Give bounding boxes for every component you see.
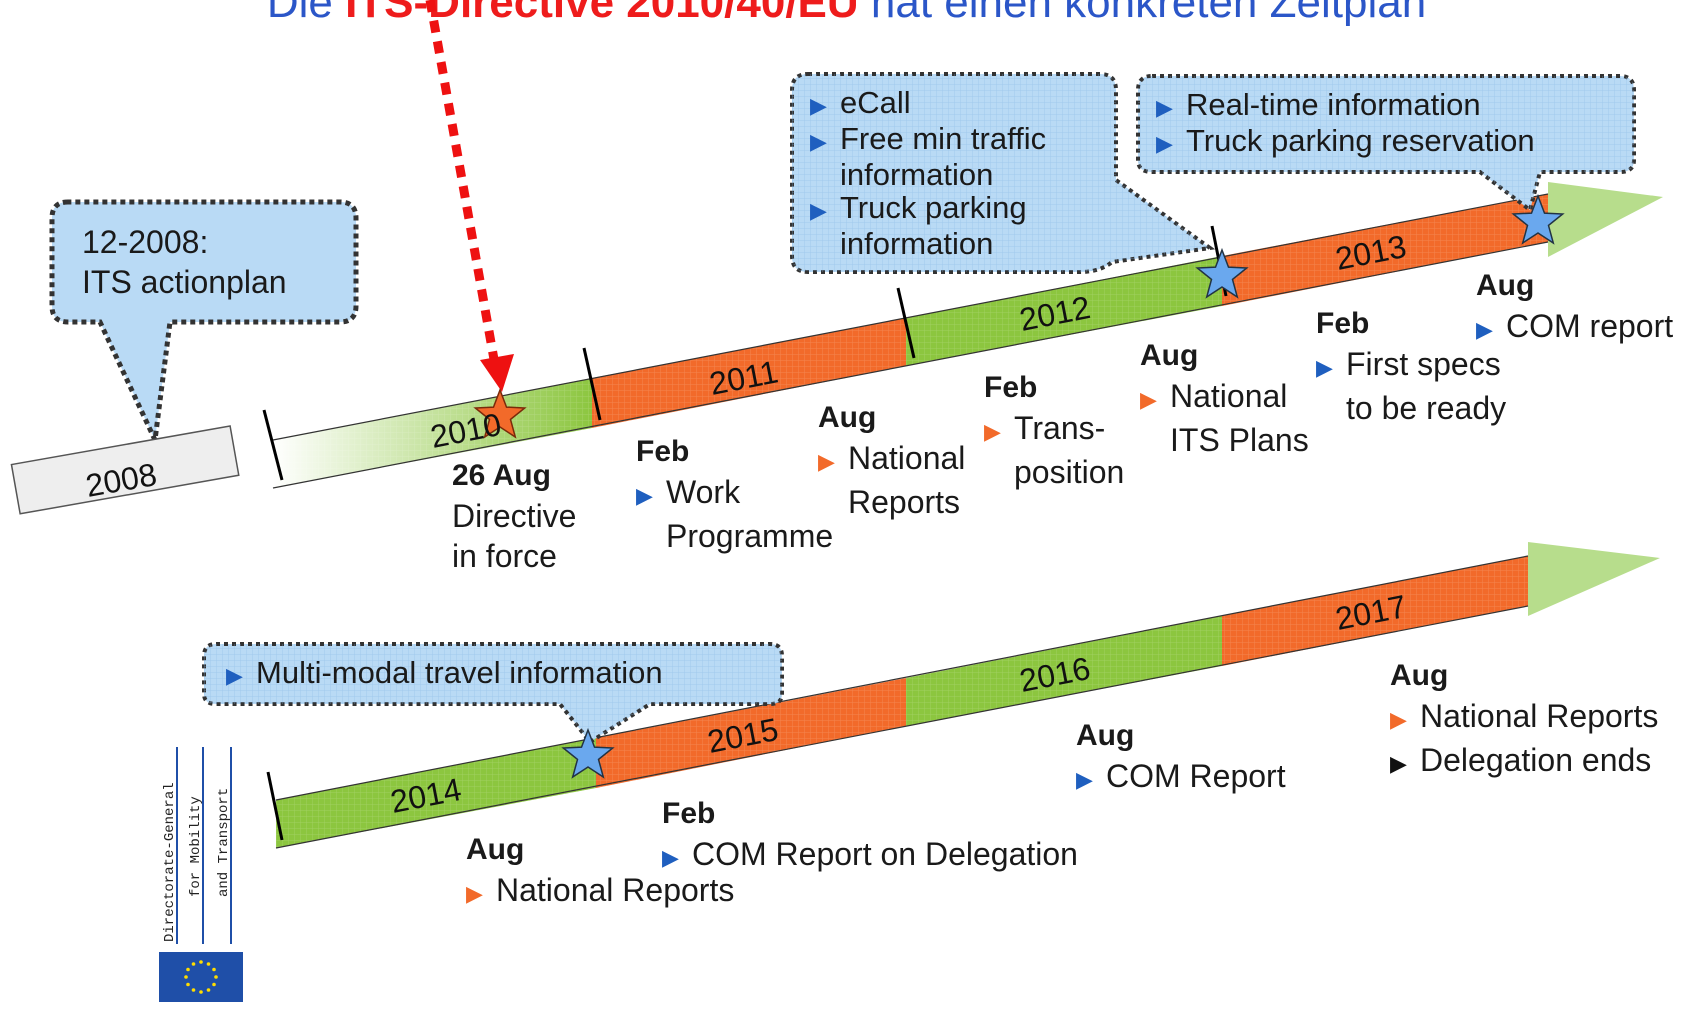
event-head: Aug [1140, 339, 1199, 372]
event-feb-2013: Feb ▶ First specs to be ready [1316, 304, 1506, 428]
event-line: Work [666, 474, 741, 510]
callout-2012-item: eCall [840, 85, 911, 120]
event-head: Aug [818, 401, 877, 434]
event-aug-2012: Aug ▶ National ITS Plans [1140, 336, 1309, 460]
callout-2012-item: Free min traffic [840, 121, 1047, 156]
logo-line1: Directorate-General [162, 782, 178, 942]
event-head: Feb [984, 371, 1038, 404]
arrowhead-row1 [1548, 182, 1663, 257]
event-head: Feb [662, 797, 716, 830]
title-pre: Die [266, 0, 346, 27]
event-aug-2017: Aug ▶ National Reports ▶ Delegation ends [1390, 656, 1658, 784]
dotted-arrow-icon [425, 0, 514, 392]
callout-2008-text: 12-2008: ITS actionplan [82, 222, 287, 302]
triangle-bullet-icon: ▶ [810, 129, 827, 154]
event-line: National [848, 440, 966, 476]
event-aug-2016: Aug ▶ COM Report [1076, 716, 1286, 800]
event-head: 26 Aug [452, 459, 551, 492]
callout-2012-item: information [840, 157, 994, 192]
event-line: COM Report on Delegation [692, 836, 1078, 872]
triangle-bullet-icon: ▶ [1316, 355, 1333, 380]
triangle-bullet-icon: ▶ [662, 845, 679, 870]
logo-line3: and Transport [216, 788, 232, 897]
event-line: National [1170, 378, 1288, 414]
arrowhead-row2 [1528, 542, 1660, 616]
box-2008 [10, 425, 240, 515]
star-icon [1511, 193, 1565, 245]
event-aug-2014: Aug ▶National Reports [466, 830, 734, 914]
callout-2008 [49, 199, 359, 449]
callout-2013-item: Truck parking reservation [1186, 123, 1535, 158]
triangle-bullet-icon: ▶ [818, 449, 835, 474]
event-aug-2010: 26 Aug Directive in force [452, 456, 576, 576]
event-head: Aug [1476, 269, 1535, 302]
event-line: COM report [1506, 308, 1674, 344]
event-line: National Reports [1420, 698, 1659, 734]
callout-2014-text: ▶ Multi-modal travel information [226, 656, 663, 692]
event-head: Aug [1390, 659, 1449, 692]
callout-2013 [1136, 74, 1636, 214]
event-head: Aug [466, 833, 525, 866]
event-feb-2011: Feb ▶ Work Programme [636, 432, 833, 556]
event-line: Reports [848, 484, 961, 520]
event-line: position [1014, 454, 1125, 490]
triangle-bullet-icon: ▶ [1156, 131, 1173, 156]
triangle-bullet-icon: ▶ [810, 93, 827, 118]
event-aug-2011: Aug ▶ National Reports [818, 398, 965, 522]
event-line: to be ready [1346, 390, 1507, 426]
triangle-bullet-icon: ▶ [1390, 707, 1407, 732]
eu-flag-icon [159, 952, 243, 1002]
triangle-bullet-icon: ▶ [466, 881, 483, 906]
event-line: in force [452, 538, 557, 574]
star-icon [561, 727, 615, 779]
callout-2012-item: Truck parking [840, 190, 1027, 225]
event-line: ITS Plans [1170, 422, 1309, 458]
event-head: Feb [1316, 307, 1370, 340]
event-feb-2015: Feb ▶ COM Report on Delegation [662, 794, 1078, 878]
callout-2008-line2: ITS actionplan [82, 264, 287, 300]
callout-2012 [790, 72, 1216, 274]
callout-2012-item: information [840, 226, 994, 261]
event-line: Directive [452, 498, 577, 534]
triangle-bullet-icon: ▶ [1156, 95, 1173, 120]
triangle-bullet-icon: ▶ [1076, 767, 1093, 792]
star-icon [1195, 247, 1249, 299]
event-feb-2012: Feb ▶ Trans- position [984, 368, 1124, 492]
triangle-bullet-icon: ▶ [1390, 751, 1407, 776]
callout-2013-item: Real-time information [1186, 87, 1481, 122]
callout-2012-text: ▶ eCall ▶ Free min traffic information ▶ Tr… [810, 86, 1046, 260]
event-line: Delegation ends [1420, 742, 1652, 778]
event-line: National Reports [496, 872, 735, 908]
event-head: Aug [1076, 719, 1135, 752]
triangle-bullet-icon: ▶ [1476, 317, 1493, 342]
dg-move-logo: Directorate-General for Mobility and Tra… [155, 742, 247, 1004]
star-icon [473, 387, 527, 439]
triangle-bullet-icon: ▶ [810, 198, 827, 223]
event-line: First specs [1346, 346, 1501, 382]
callout-2014-item: Multi-modal travel information [256, 655, 663, 690]
title-post: hat einen konkreten Zeitplan [858, 0, 1427, 27]
triangle-bullet-icon: ▶ [984, 419, 1001, 444]
event-aug-2013: Aug ▶ COM report [1476, 266, 1673, 350]
logo-line2: for Mobility [188, 796, 204, 897]
triangle-bullet-icon: ▶ [636, 483, 653, 508]
callout-2008-line1: 12-2008: [82, 224, 209, 260]
callout-2013-text: ▶ Real-time information ▶ Truck parking re… [1156, 88, 1535, 160]
triangle-bullet-icon: ▶ [226, 663, 243, 688]
callout-2014 [202, 642, 784, 745]
event-line: COM Report [1106, 758, 1286, 794]
event-line: Programme [666, 518, 834, 554]
triangle-bullet-icon: ▶ [1140, 387, 1157, 412]
event-head: Feb [636, 435, 690, 468]
event-line: Trans- [1014, 410, 1106, 446]
